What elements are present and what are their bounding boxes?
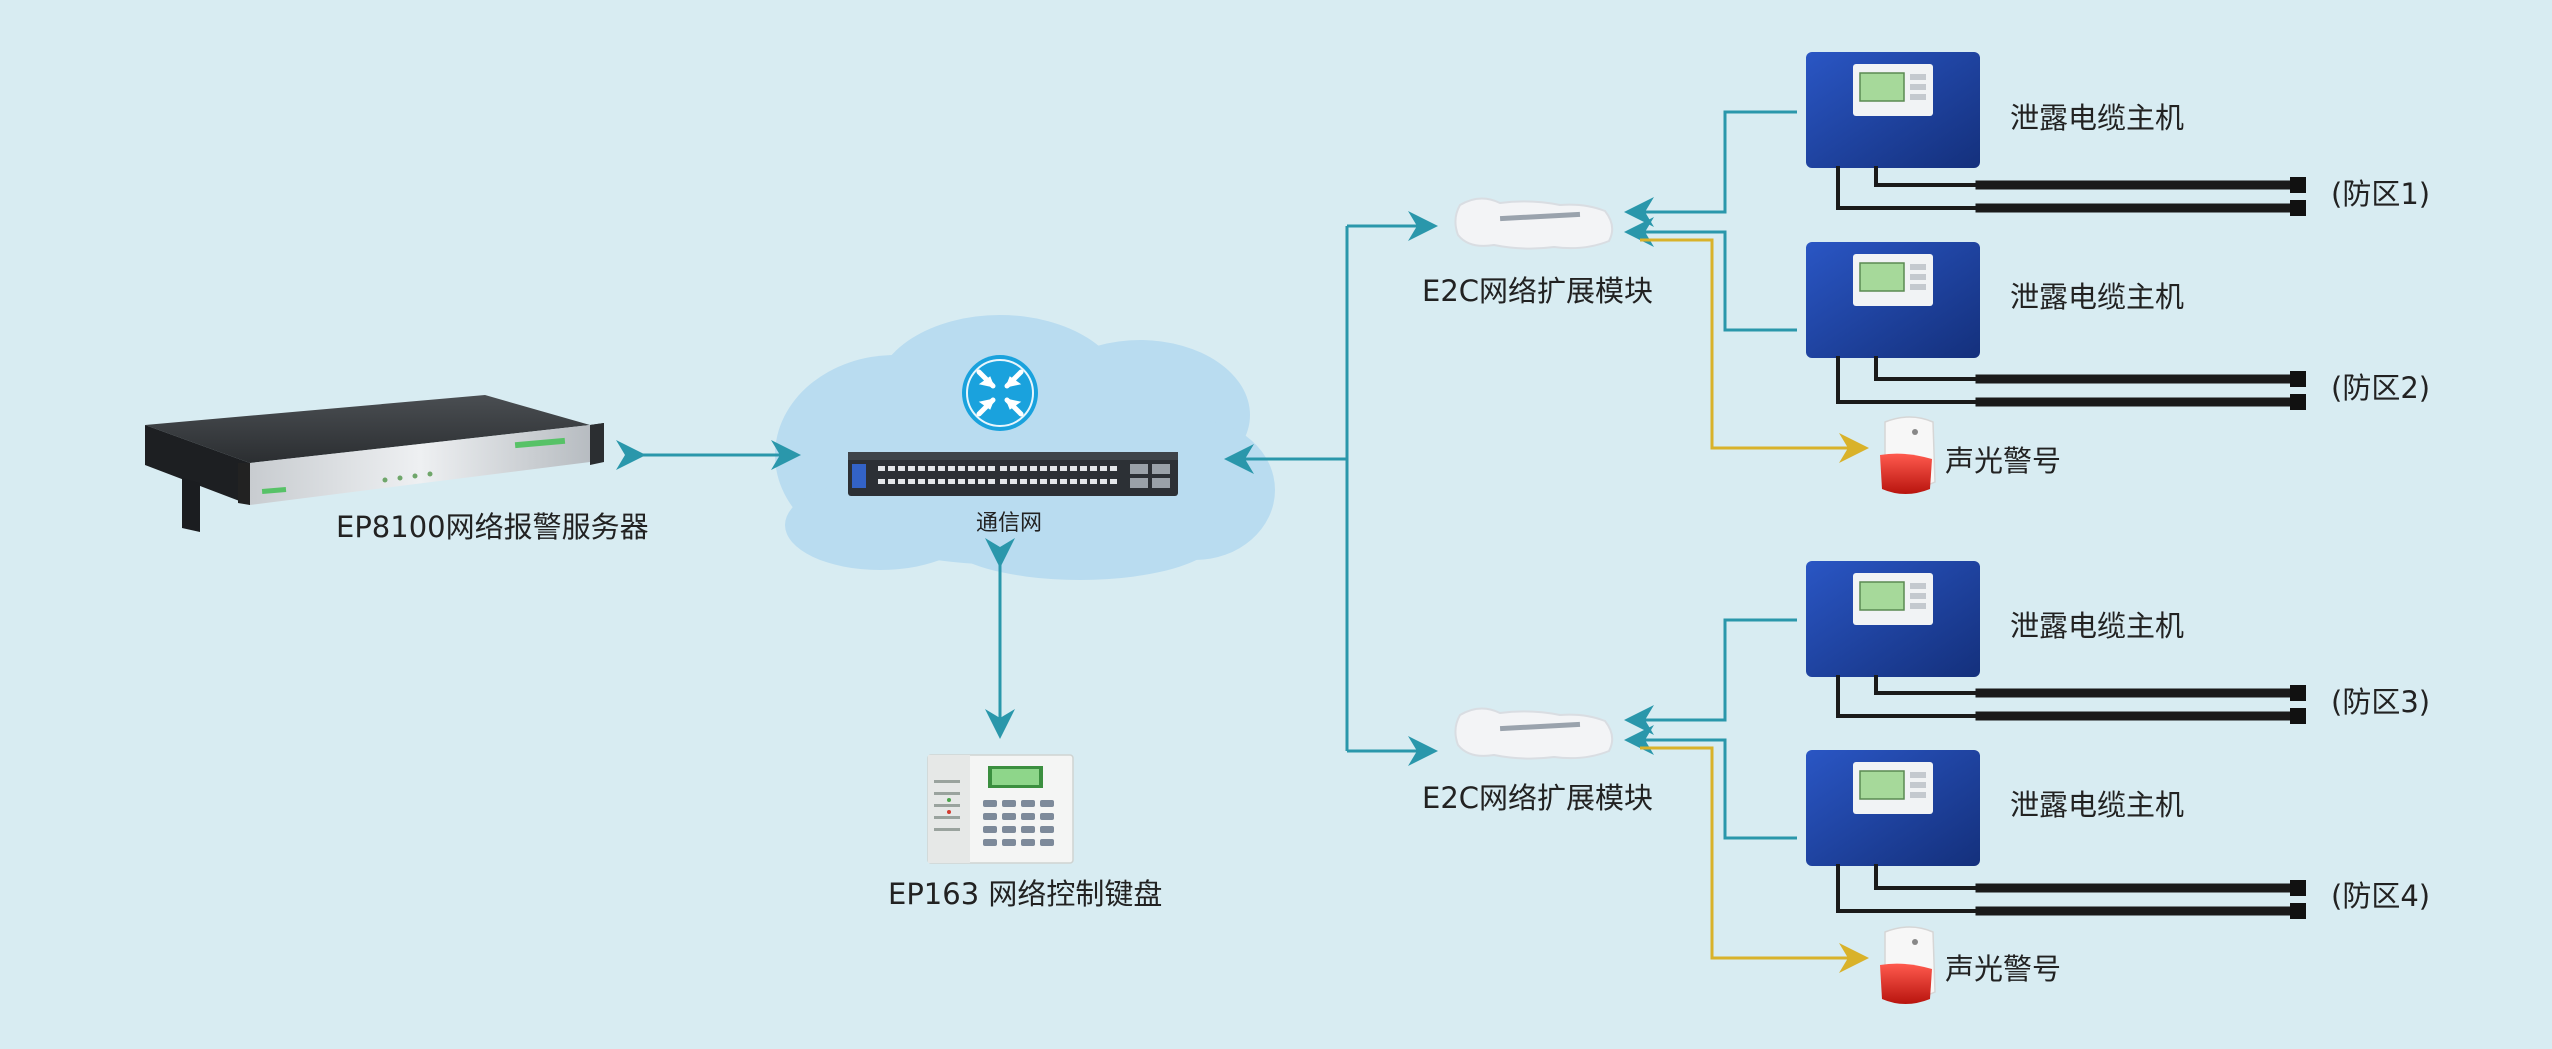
host-3-label: 泄露电缆主机: [2010, 609, 2185, 643]
keyboard-label: EP163 网络控制键盘: [888, 877, 1163, 911]
zone-4-label: (防区4): [2331, 879, 2431, 913]
zone-3-label: (防区3): [2331, 685, 2431, 719]
cloud-network: [775, 315, 1275, 580]
alarm-server-image: [145, 395, 604, 532]
e2c-module-bottom-image: [1454, 707, 1614, 760]
leaky-cable-host-4-image: [1806, 750, 1980, 866]
host-4-label: 泄露电缆主机: [2010, 788, 2185, 822]
e2c-module-top-image: [1454, 197, 1614, 250]
leaky-cable-host-3-image: [1806, 561, 1980, 677]
link-e2c-bottom-hosts: [1624, 618, 1797, 840]
alarm-top-label: 声光警号: [1945, 444, 2062, 478]
leaky-cable-host-2-image: [1806, 242, 1980, 358]
network-label: 通信网: [976, 511, 1043, 536]
leaky-cable-host-1-image: [1806, 52, 1980, 168]
link-network-e2c: [1224, 211, 1438, 766]
e2c-top-label: E2C网络扩展模块: [1422, 274, 1654, 308]
host-1-label: 泄露电缆主机: [2010, 101, 2185, 135]
leaky-cables: [1836, 166, 2295, 916]
siren-top-image: [1880, 416, 1936, 494]
e2c-bottom-label: E2C网络扩展模块: [1422, 781, 1654, 815]
host-2-label: 泄露电缆主机: [2010, 280, 2185, 314]
server-label: EP8100网络报警服务器: [336, 510, 649, 544]
control-keyboard-image: [927, 754, 1074, 864]
network-switch-image: [848, 452, 1178, 496]
link-e2c-alarm: [1640, 238, 1869, 973]
router-icon: [962, 355, 1038, 431]
cable-terminators: [2290, 177, 2306, 919]
link-e2c-top-hosts: [1624, 110, 1797, 332]
zone-1-label: (防区1): [2331, 177, 2431, 211]
alarm-bottom-label: 声光警号: [1945, 952, 2062, 986]
siren-bottom-image: [1880, 926, 1936, 1004]
zone-2-label: (防区2): [2331, 371, 2431, 405]
